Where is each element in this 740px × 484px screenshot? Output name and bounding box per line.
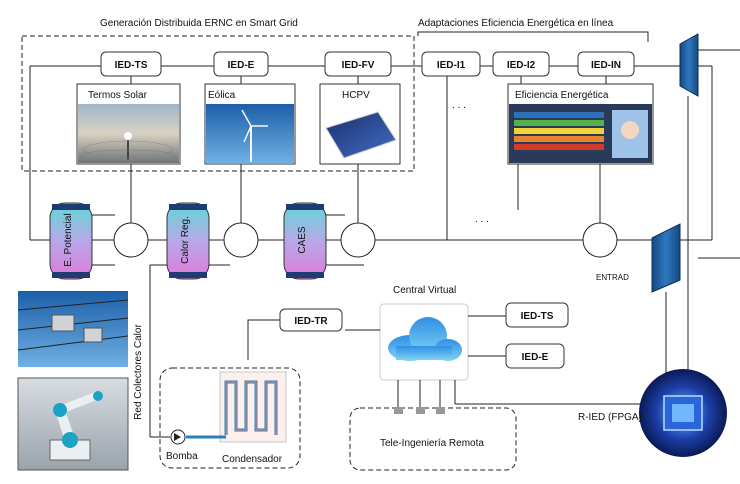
svg-text:IED-TR: IED-TR: [294, 316, 328, 327]
fpga-label: R-IED (FPGA): [578, 412, 642, 423]
svg-text:IED-TS: IED-TS: [115, 60, 148, 71]
svg-text:IED-I1: IED-I1: [437, 60, 466, 71]
svg-text:Tele-Ingeniería Remota: Tele-Ingeniería Remota: [380, 438, 484, 449]
svg-text:CAES: CAES: [297, 226, 308, 254]
bus-switch-1[interactable]: [113, 222, 149, 258]
svg-text:IED-FV: IED-FV: [342, 60, 375, 71]
ied-i1-top[interactable]: IED-I1: [421, 51, 481, 77]
efficiency-panel: Eficiencia Energética: [507, 83, 654, 165]
svg-text:HCPV: HCPV: [342, 90, 370, 101]
hcpv-panel: HCPV: [319, 83, 401, 165]
central-virtual-box[interactable]: [379, 303, 469, 381]
solar-panel-image: [325, 111, 397, 159]
svg-text:IED-IN: IED-IN: [591, 60, 621, 71]
storage-heat[interactable]: Calor Reg.: [166, 202, 210, 280]
generation-title: Generación Distribuida ERNC en Smart Gri…: [100, 18, 298, 29]
ied-i2-top[interactable]: IED-I2: [492, 51, 550, 77]
industrial-robot-image: [17, 377, 129, 471]
svg-text:IED-TS: IED-TS: [521, 311, 554, 322]
heat-loop-region: Bomba Condensador: [159, 367, 301, 469]
power-line-robot-image: [17, 291, 129, 367]
storage-caes[interactable]: CAES: [283, 202, 327, 280]
ied-in-top[interactable]: IED-IN: [577, 51, 635, 77]
entrada-label: ENTRAD: [596, 273, 629, 282]
adaptation-title: Adaptaciones Eficiencia Energética en lí…: [418, 18, 614, 29]
svg-text:Calor Reg.: Calor Reg.: [180, 216, 191, 264]
bus-switch-3[interactable]: [340, 222, 376, 258]
adaptation-bracket: [417, 31, 649, 42]
svg-text:IED-E: IED-E: [228, 60, 255, 71]
ied-tr-box[interactable]: IED-TR: [279, 308, 343, 332]
tele-engineering-region: Tele-Ingeniería Remota: [349, 407, 517, 471]
storage-potential[interactable]: E. Potencial: [49, 202, 93, 280]
svg-text:Eólica: Eólica: [208, 90, 236, 101]
thermo-solar-panel: Termos Solar: [76, 83, 181, 165]
bus-switch-4[interactable]: [582, 222, 618, 258]
dots-top: . . .: [452, 100, 466, 111]
svg-text:IED-I2: IED-I2: [507, 60, 536, 71]
transformer-top: [679, 33, 699, 97]
fpga-chip-icon: [639, 369, 727, 457]
transformer-entrada: [651, 223, 681, 293]
svg-text:E. Potencial: E. Potencial: [63, 213, 74, 266]
generation-region: [21, 35, 415, 172]
ied-e-top[interactable]: IED-E: [213, 51, 269, 77]
pump-label: Bomba: [166, 451, 198, 462]
wind-panel: Eólica: [204, 83, 296, 165]
ied-ts-box[interactable]: IED-TS: [505, 302, 569, 328]
central-virtual-title: Central Virtual: [393, 285, 456, 296]
svg-text:Eficiencia Energética: Eficiencia Energética: [515, 90, 609, 101]
cloud-icon: [388, 317, 462, 361]
bus-switch-2[interactable]: [223, 222, 259, 258]
heat-collectors-label: Red Colectores Calor: [133, 324, 144, 420]
dots-mid: . . .: [475, 214, 489, 225]
ied-e-box[interactable]: IED-E: [505, 343, 565, 369]
svg-text:IED-E: IED-E: [522, 352, 549, 363]
condenser-label: Condensador: [222, 454, 283, 465]
svg-text:Termos Solar: Termos Solar: [88, 90, 148, 101]
ied-fv-top[interactable]: IED-FV: [324, 51, 392, 77]
ied-ts-top[interactable]: IED-TS: [100, 51, 162, 77]
